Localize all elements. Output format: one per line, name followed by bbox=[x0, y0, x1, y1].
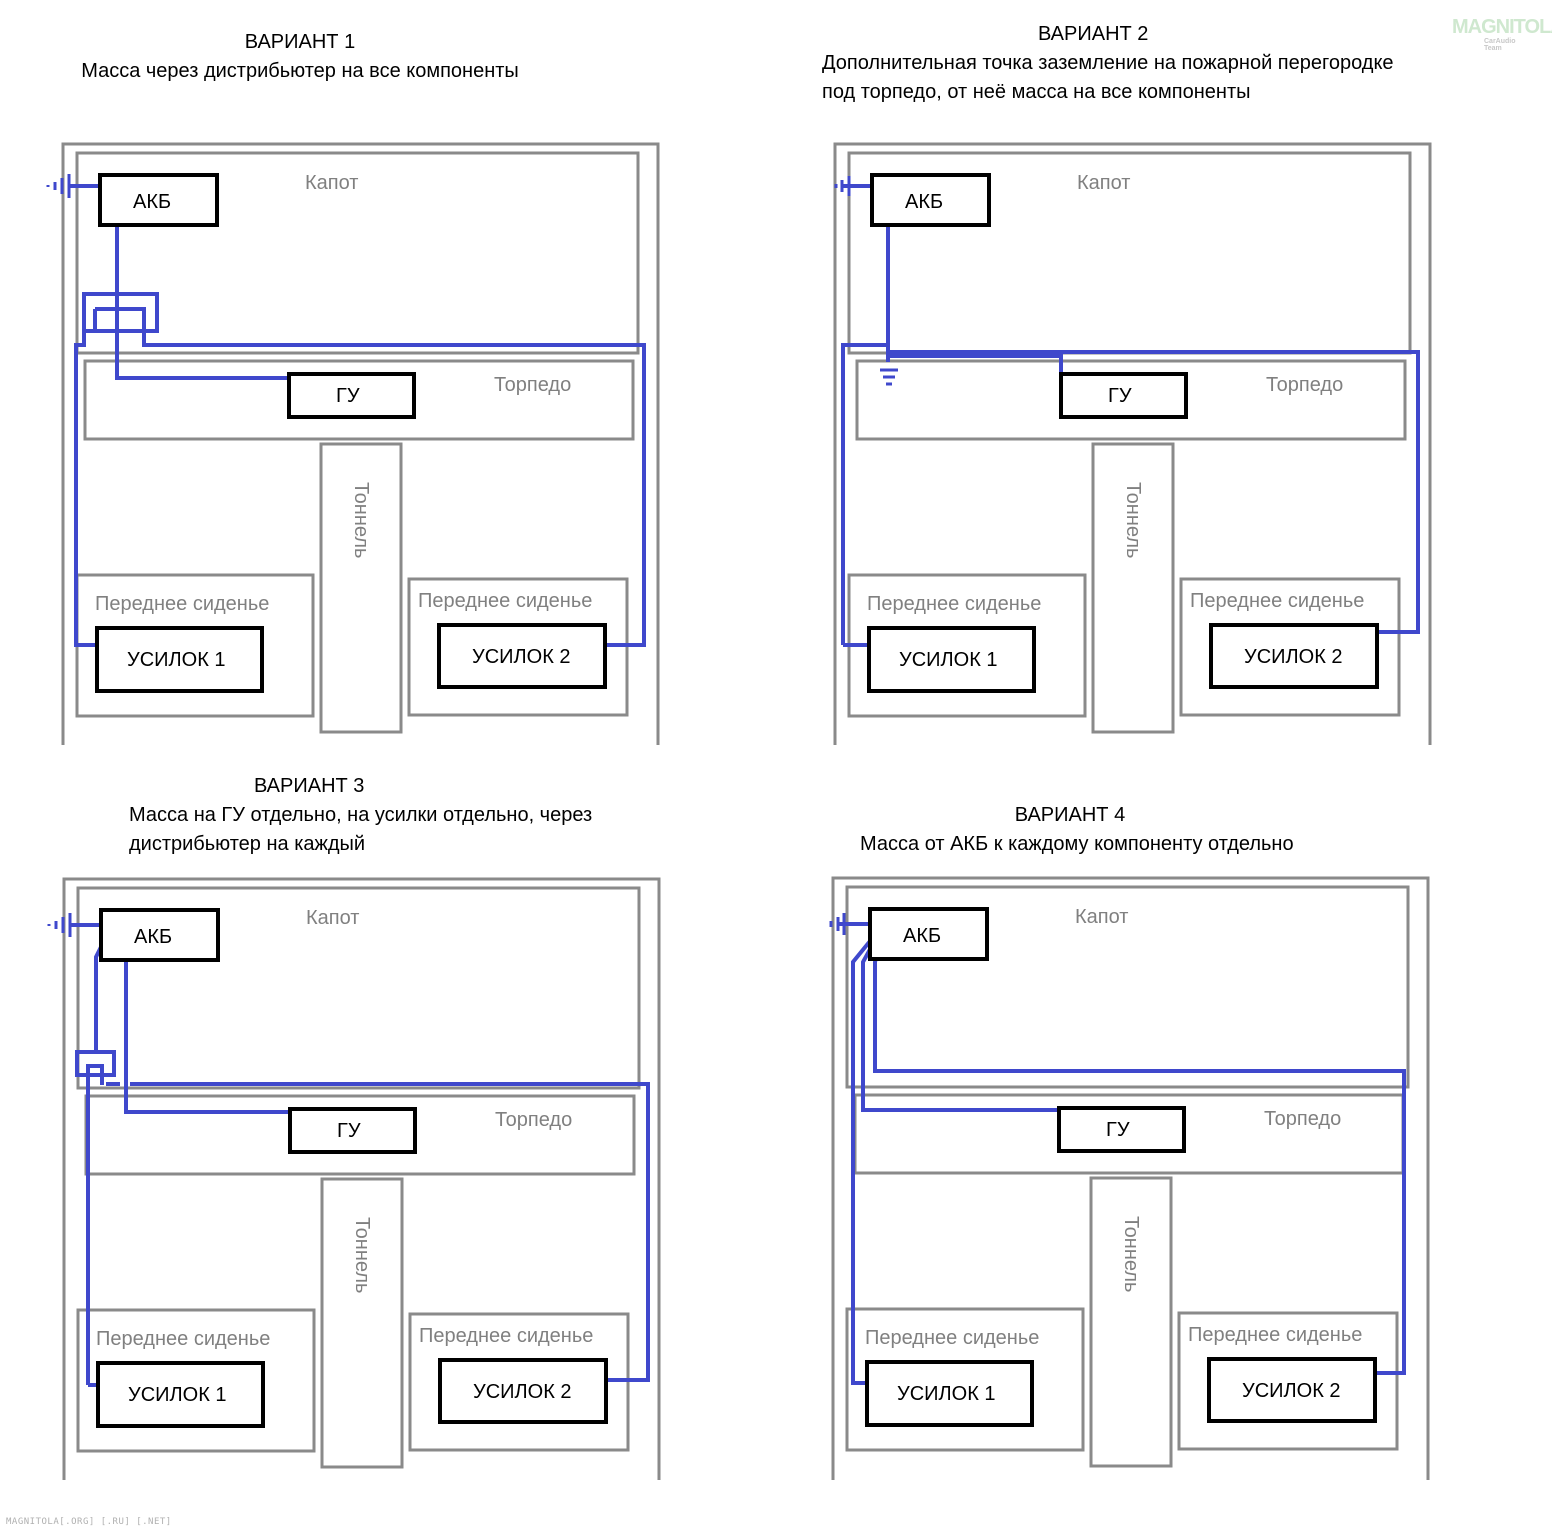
seat-right-zone bbox=[1177, 1311, 1399, 1451]
head-unit-box bbox=[287, 372, 416, 419]
battery-label: АКБ bbox=[905, 191, 943, 213]
dash-zone bbox=[855, 359, 1407, 441]
car-outline bbox=[62, 877, 661, 1480]
seat-right-label: Переднее сиденье bbox=[1190, 590, 1364, 612]
variant-3-description-line-1: Масса на ГУ отдельно, на усилки отдельно… bbox=[129, 804, 593, 826]
variant-3-description-line-2: дистрибьютер на каждый bbox=[129, 833, 366, 855]
hood-label: Капот bbox=[305, 172, 358, 194]
ground-icon bbox=[46, 174, 71, 198]
car-outline bbox=[833, 142, 1432, 745]
battery-label: АКБ bbox=[133, 191, 171, 213]
battery-box bbox=[99, 908, 220, 962]
amp2-label: УСИЛОК 2 bbox=[1242, 1380, 1341, 1402]
tunnel-zone bbox=[1091, 442, 1175, 734]
seat-right-label: Переднее сиденье bbox=[1188, 1324, 1362, 1346]
head-unit-label: ГУ bbox=[337, 1120, 361, 1142]
seat-left-zone bbox=[845, 1307, 1085, 1452]
firewall-ground-icon bbox=[880, 368, 898, 386]
footer-watermark: MAGNITOLA[.ORG] [.RU] [.NET] bbox=[6, 1517, 172, 1527]
battery-box bbox=[98, 173, 219, 227]
dash-label: Торпедо bbox=[1266, 374, 1343, 396]
amp2-label: УСИЛОК 2 bbox=[1244, 646, 1343, 668]
brand-logo-subtitle: CarAudio Team bbox=[1484, 38, 1516, 52]
amp1-box bbox=[96, 1361, 265, 1428]
ground-icon bbox=[829, 913, 846, 935]
tunnel-label: Тоннель bbox=[351, 1217, 373, 1293]
ground-icon bbox=[834, 176, 851, 196]
variant-4-heading: ВАРИАНТ 4 Масса от АКБ к каждому компоне… bbox=[860, 801, 1294, 859]
head-unit-label: ГУ bbox=[336, 385, 360, 407]
seat-left-label: Переднее сиденье bbox=[95, 593, 269, 615]
hood-label: Капот bbox=[1077, 172, 1130, 194]
variant-3-heading: ВАРИАНТ 3 Масса на ГУ отдельно, на усилк… bbox=[129, 772, 689, 859]
hood-zone bbox=[845, 885, 1410, 1089]
seat-left-label: Переднее сиденье bbox=[96, 1328, 270, 1350]
tunnel-zone bbox=[319, 442, 403, 734]
brand-logo-text: MAGNITOLA bbox=[1452, 16, 1552, 38]
amp1-label: УСИЛОК 1 bbox=[897, 1383, 996, 1405]
variant-1-description: Масса через дистрибьютер на все компонен… bbox=[81, 60, 519, 82]
variant-2-heading: ВАРИАНТ 2 Дополнительная точка заземлени… bbox=[822, 20, 1482, 107]
tunnel-label: Тоннель bbox=[1120, 1216, 1142, 1292]
dash-label: Торпедо bbox=[495, 1109, 572, 1131]
amp1-label: УСИЛОК 1 bbox=[127, 649, 226, 671]
amp2-label: УСИЛОК 2 bbox=[473, 1381, 572, 1403]
variant-2-description-line-2: под торпедо, от неё масса на все компоне… bbox=[822, 81, 1251, 103]
battery-box bbox=[870, 173, 991, 227]
seat-right-zone bbox=[1179, 577, 1401, 717]
hood-zone bbox=[75, 151, 640, 355]
hood-label: Капот bbox=[306, 907, 359, 929]
seat-left-zone bbox=[76, 1308, 316, 1453]
amp1-box bbox=[865, 1360, 1034, 1427]
seat-left-label: Переднее сиденье bbox=[865, 1327, 1039, 1349]
dash-label: Торпедо bbox=[1264, 1108, 1341, 1130]
variant-2-description-line-1: Дополнительная точка заземление на пожар… bbox=[822, 52, 1394, 74]
amp2-box bbox=[1207, 1357, 1377, 1423]
variant-4-description: Масса от АКБ к каждому компоненту отдель… bbox=[860, 833, 1294, 855]
amp2-box bbox=[438, 1358, 608, 1424]
amp2-box bbox=[437, 623, 607, 689]
amp1-label: УСИЛОК 1 bbox=[128, 1384, 227, 1406]
amp1-box bbox=[95, 626, 264, 693]
hood-zone bbox=[76, 886, 641, 1090]
variant-2-title: ВАРИАНТ 2 bbox=[1038, 23, 1149, 45]
seat-right-label: Переднее сиденье bbox=[418, 590, 592, 612]
wires bbox=[834, 176, 1420, 647]
head-unit-box bbox=[1059, 372, 1188, 419]
tunnel-label: Тоннель bbox=[1122, 482, 1144, 558]
battery-box bbox=[868, 907, 989, 961]
car-outline bbox=[831, 876, 1430, 1480]
variant-4-title: ВАРИАНТ 4 bbox=[1014, 804, 1126, 826]
amp2-label: УСИЛОК 2 bbox=[472, 646, 571, 668]
tunnel-label: Тоннель bbox=[350, 482, 372, 558]
head-unit-box bbox=[1057, 1106, 1186, 1153]
dash-label: Торпедо bbox=[494, 374, 571, 396]
amp1-label: УСИЛОК 1 bbox=[899, 649, 998, 671]
brand-logo: MAGNITOLA CarAudio Team bbox=[1452, 16, 1552, 52]
amp1-box bbox=[867, 626, 1036, 693]
tunnel-zone bbox=[1089, 1176, 1173, 1468]
seat-left-label: Переднее сиденье bbox=[867, 593, 1041, 615]
variant-1-title: ВАРИАНТ 1 bbox=[244, 31, 356, 53]
head-unit-label: ГУ bbox=[1106, 1119, 1130, 1141]
tunnel-zone bbox=[320, 1177, 404, 1469]
car-outline bbox=[61, 142, 660, 745]
seat-right-label: Переднее сиденье bbox=[419, 1325, 593, 1347]
variant-1-heading: ВАРИАНТ 1 Масса через дистрибьютер на вс… bbox=[80, 28, 520, 86]
head-unit-box bbox=[288, 1107, 417, 1154]
dash-zone bbox=[83, 359, 635, 441]
head-unit-label: ГУ bbox=[1108, 385, 1132, 407]
battery-label: АКБ bbox=[903, 925, 941, 947]
battery-label: АКБ bbox=[134, 926, 172, 948]
hood-label: Капот bbox=[1075, 906, 1128, 928]
ground-icon bbox=[47, 913, 72, 937]
variant-3-title: ВАРИАНТ 3 bbox=[254, 775, 365, 797]
amp2-box bbox=[1209, 623, 1379, 689]
